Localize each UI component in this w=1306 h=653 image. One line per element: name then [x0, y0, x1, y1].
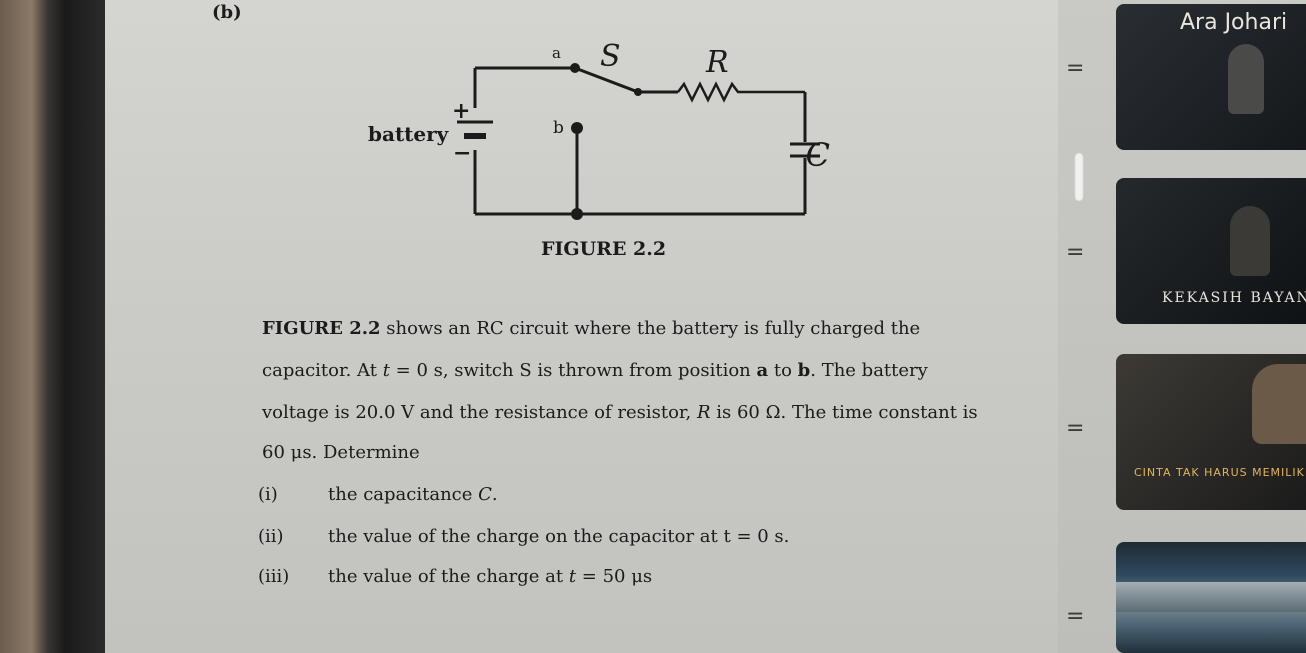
rc-circuit-diagram: a S R b battery + − C	[368, 40, 830, 220]
mountain-landscape	[1116, 582, 1306, 612]
question-number: (ii)	[258, 526, 284, 547]
label-minus: −	[453, 140, 471, 166]
figure-reference: FIGURE 2.2	[262, 318, 381, 339]
var-r: R	[696, 402, 711, 423]
label-plus: +	[452, 98, 470, 124]
drag-handle-icon[interactable]: =	[1066, 56, 1085, 81]
node-switch	[634, 88, 642, 96]
person-silhouette	[1230, 206, 1270, 276]
person-silhouette	[1228, 44, 1264, 114]
question-text: the value of the charge on the capacitor…	[328, 526, 790, 547]
drag-handle-icon[interactable]: =	[1066, 416, 1085, 441]
scrollbar-thumb[interactable]	[1074, 152, 1084, 202]
card-title: CINTA TAK HARUS MEMILIKI	[1134, 466, 1306, 479]
line-2-text-a: capacitor. At	[262, 360, 383, 381]
line-1-text: shows an RC circuit where the battery is…	[380, 318, 921, 339]
question-number: (iii)	[258, 566, 290, 587]
drag-handle-icon[interactable]: =	[1066, 240, 1085, 265]
var-t: t	[382, 360, 390, 381]
switch-arm	[574, 66, 639, 94]
question-var: t	[568, 566, 577, 587]
paragraph-line-2: capacitor. At t = 0 s, switch S is throw…	[262, 360, 928, 381]
question-text: the value of the charge at	[328, 566, 569, 587]
label-r: R	[705, 45, 729, 80]
node-a	[570, 63, 580, 73]
paragraph-line-1: FIGURE 2.2 shows an RC circuit where the…	[262, 318, 920, 339]
line-3-text-b: is 60 Ω. The time constant is	[710, 402, 978, 423]
label-c: C	[806, 136, 830, 174]
figure-caption: FIGURE 2.2	[541, 238, 667, 260]
monitor-bezel	[0, 0, 105, 653]
line-2-text-c: to	[768, 360, 798, 381]
position-b: b	[797, 360, 811, 381]
label-a: a	[552, 44, 561, 62]
capacitor-symbol	[790, 142, 820, 158]
label-battery: battery	[368, 122, 450, 146]
question-iii: (iii) the value of the charge at t = 50 μ…	[258, 566, 652, 587]
card-title: KEKASIH BAYAN	[1162, 290, 1306, 306]
node-b	[571, 122, 583, 134]
line-3-text-a: voltage is 20.0 V and the resistance of …	[262, 402, 697, 423]
question-text-end: .	[491, 484, 498, 505]
node-bottom	[571, 208, 583, 220]
video-thumbnail-4[interactable]	[1116, 542, 1306, 653]
drag-handle-icon[interactable]: =	[1066, 604, 1085, 629]
question-i: (i) the capacitance C.	[258, 484, 498, 505]
person-silhouette	[1252, 364, 1306, 444]
question-number: (i)	[258, 484, 278, 505]
video-thumbnail-1[interactable]: Ara Johari	[1116, 4, 1306, 150]
battery-symbol	[457, 120, 493, 139]
resistor	[677, 81, 805, 103]
paragraph-line-3: voltage is 20.0 V and the resistance of …	[262, 402, 978, 423]
paragraph-line-4: 60 μs. Determine	[262, 442, 420, 463]
question-var: C	[478, 484, 492, 505]
line-2-text-d: . The battery	[810, 360, 928, 381]
question-text: the capacitance	[328, 484, 479, 505]
card-title: Ara Johari	[1180, 10, 1288, 35]
label-s: S	[600, 40, 621, 74]
question-ii: (ii) the value of the charge on the capac…	[258, 526, 789, 547]
question-text-end: = 50 μs	[576, 566, 653, 587]
line-2-text-b: = 0 s, switch S is thrown from position	[389, 360, 757, 381]
part-label: (b)	[212, 2, 242, 23]
position-a: a	[756, 360, 769, 381]
label-b: b	[553, 118, 564, 138]
video-thumbnail-2[interactable]: KEKASIH BAYAN	[1116, 178, 1306, 324]
video-thumbnail-3[interactable]: CINTA TAK HARUS MEMILIKI	[1116, 354, 1306, 510]
